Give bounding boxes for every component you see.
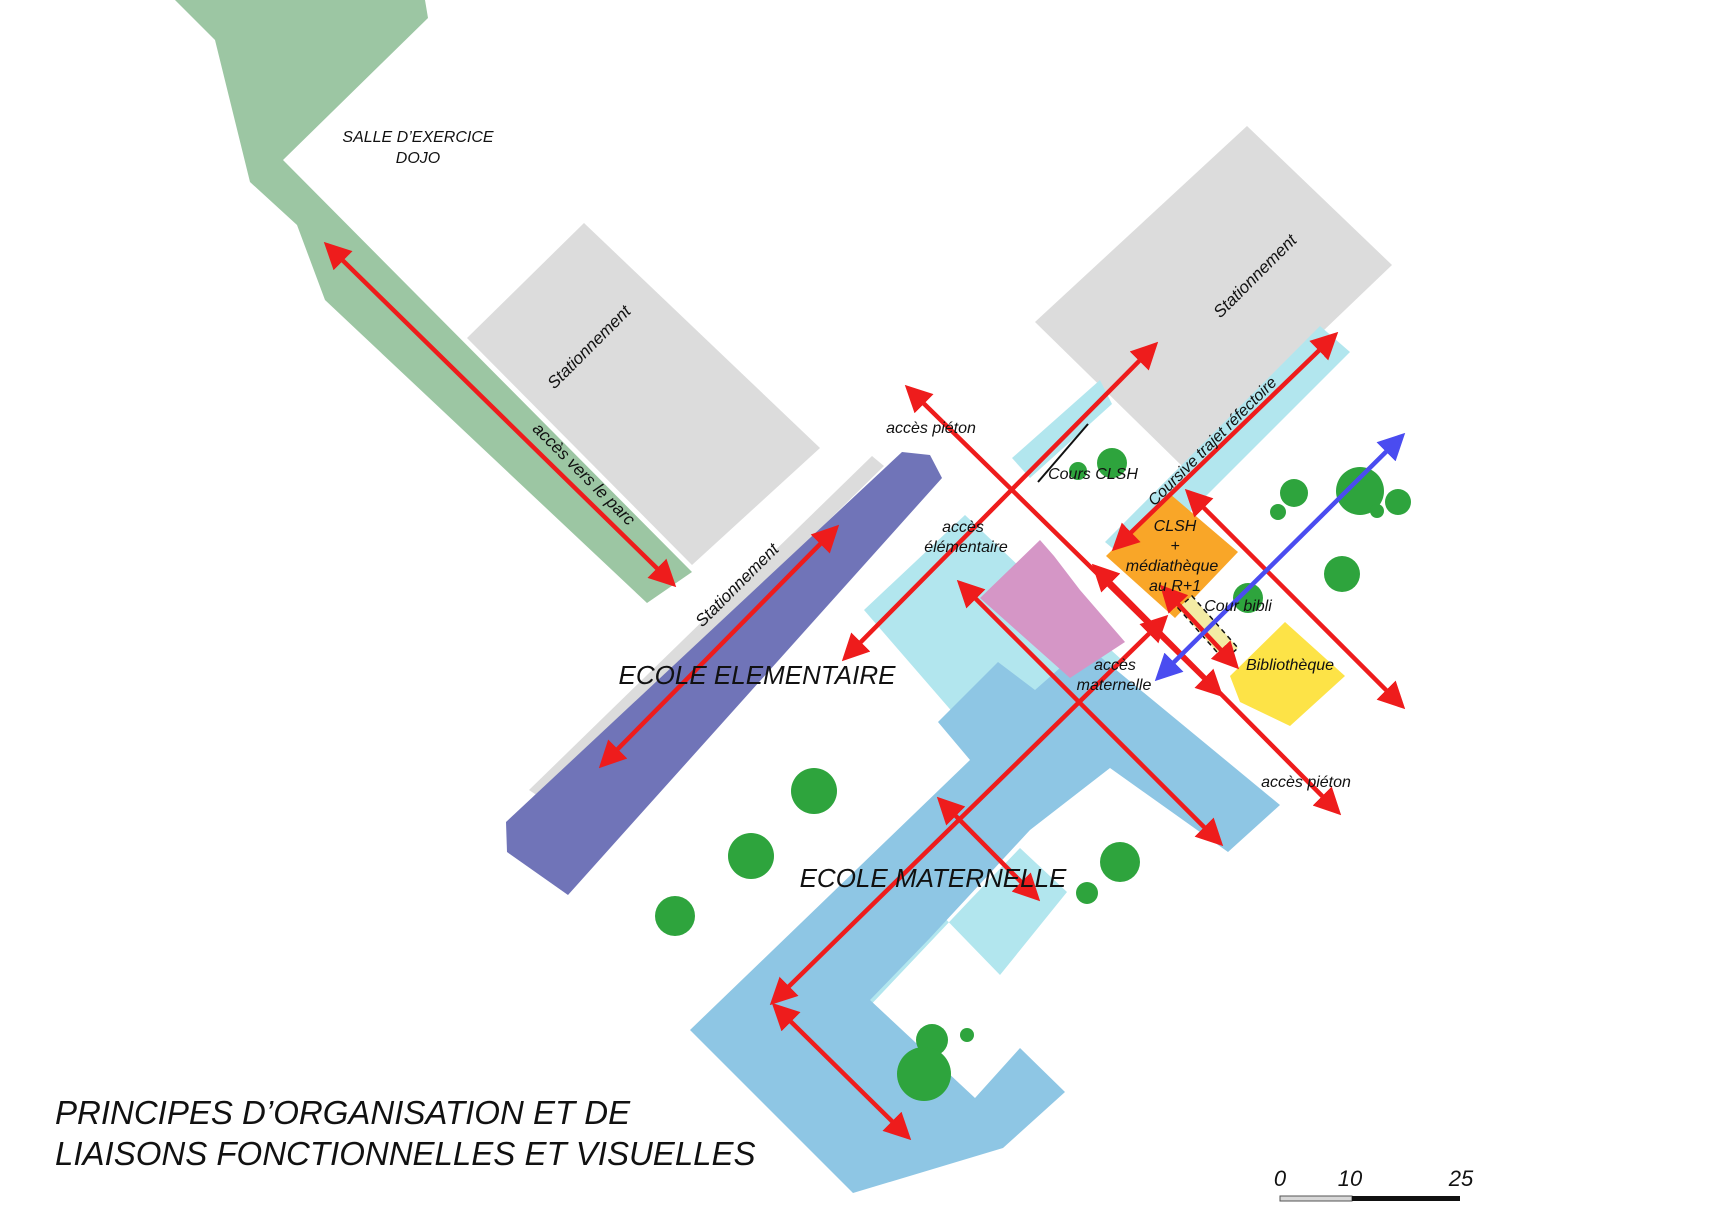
tree [1385,489,1411,515]
page-title-line-1: PRINCIPES D’ORGANISATION ET DE [55,1094,631,1131]
label-dojo: DOJO [396,150,440,167]
label-bibliotheque: Bibliothèque [1246,657,1334,674]
label-acces-maternelle-2: maternelle [1077,677,1152,694]
label-acces-pieton-top: accès piéton [886,420,976,437]
label-ecole-maternelle: ECOLE MATERNELLE [800,863,1067,893]
label-cours-clsh: Cours CLSH [1048,466,1138,483]
label-clsh-3: médiathèque [1126,558,1219,575]
scale-tick-10: 10 [1338,1166,1363,1191]
tree [1076,882,1098,904]
arrow-visual-blue [1154,432,1406,682]
label-clsh-4: au R+1 [1149,578,1201,595]
scale-bar-segment-dark [1352,1196,1460,1201]
arrow-maternelle-inner [936,796,1041,902]
label-acces-elementaire-2: élémentaire [924,539,1008,556]
arrow-elementaire-long [598,524,840,769]
tree [1370,504,1384,518]
label-clsh-2: + [1170,538,1179,555]
tree [1270,504,1286,520]
arrow-elementary-to-parking [841,341,1159,662]
scale-tick-0: 0 [1274,1166,1287,1191]
scale-bar: 0 10 25 [1274,1166,1474,1202]
label-ecole-elementaire: ECOLE ELEMENTAIRE [619,660,897,690]
tree [728,833,774,879]
label-acces-pieton-bottom: accès piéton [1261,774,1351,791]
arrow-maternelle-bottom [771,1002,912,1141]
tree [791,768,837,814]
tree [897,1047,951,1101]
tree [960,1028,974,1042]
label-acces-elementaire-1: accès [942,519,984,536]
label-cour-bibli: Cour bibli [1204,598,1272,615]
scale-tick-25: 25 [1448,1166,1474,1191]
tree [1324,556,1360,592]
cours-clsh-strip [1012,380,1112,478]
label-salle-exercice: SALLE D’EXERCICE [342,129,493,146]
tree [1100,842,1140,882]
page-title-line-2: LIAISONS FONCTIONNELLES ET VISUELLES [55,1135,756,1172]
tree [655,896,695,936]
parking-left-area [467,223,820,565]
tree [1280,479,1308,507]
bibliotheque-building [1230,622,1345,726]
label-acces-maternelle-1: accès [1094,657,1136,674]
label-clsh-1: CLSH [1154,518,1197,535]
scale-bar-segment-light [1279,1195,1353,1202]
